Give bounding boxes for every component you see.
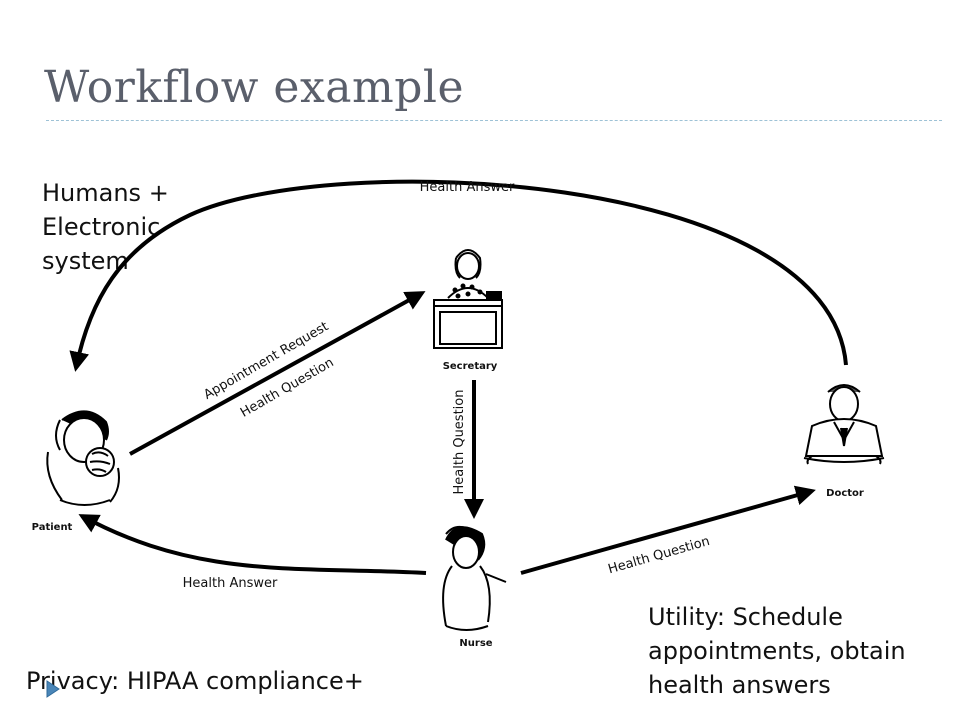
utility-note: Utility: Schedule appointments, obtain h… (648, 603, 906, 699)
nurse-label: Nurse (459, 638, 492, 649)
label-top-health-answer: Health Answer (420, 180, 515, 195)
doctor-label: Doctor (826, 488, 864, 499)
secretary-figure (433, 249, 503, 349)
arrow-patient-to-secretary (129, 291, 426, 456)
secretary-label: Secretary (443, 361, 498, 372)
arrow-nurse-to-doctor (520, 485, 816, 575)
doctor-figure (803, 384, 885, 465)
privacy-note: Privacy: HIPAA compliance+ (26, 667, 364, 695)
label-health-question-secretary: Health Question (452, 390, 467, 495)
label-appointment-request: Appointment Request (201, 319, 331, 403)
label-health-question-nurse: Health Question (607, 534, 712, 577)
arrow-doctor-to-patient (69, 179, 848, 372)
patient-figure (46, 410, 120, 506)
humans-electronic-note: Humans + Electronic system (42, 179, 169, 275)
nurse-figure (442, 525, 507, 631)
arrow-nurse-to-patient (78, 514, 427, 575)
patient-label: Patient (32, 522, 73, 533)
slide-title: Workflow example (44, 62, 465, 113)
title-divider (46, 120, 942, 121)
bullet-arrow-icon (46, 680, 60, 698)
label-bottom-health-answer: Health Answer (183, 576, 278, 591)
